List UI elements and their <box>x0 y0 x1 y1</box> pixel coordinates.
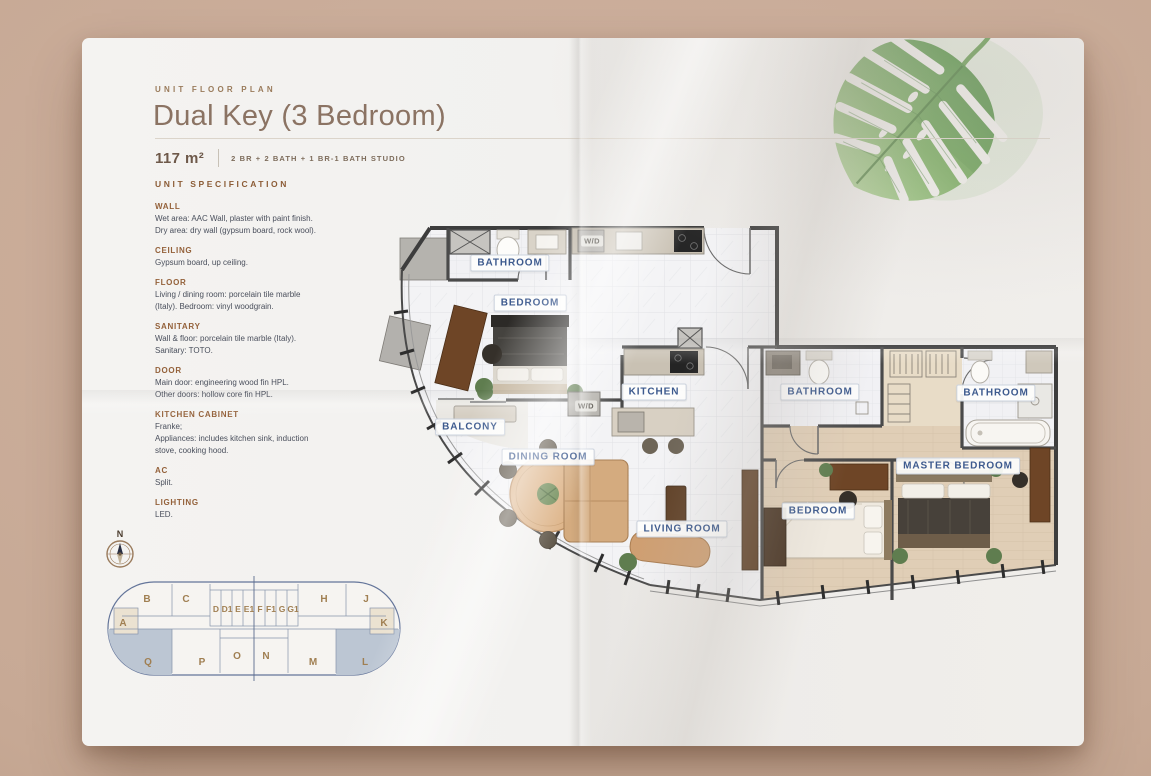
room-label-bathroom-right: BATHROOM <box>956 384 1036 402</box>
room-label-balcony: BALCONY <box>435 418 505 436</box>
spec-ceiling-heading: CEILING <box>155 246 193 255</box>
svg-text:L: L <box>362 657 368 668</box>
spec-ac: AC Split. <box>155 466 360 489</box>
room-label-master-bedroom: MASTER BEDROOM <box>896 457 1020 475</box>
spec-line: Gypsum board, up ceiling. <box>155 258 248 267</box>
spec-line: (Italy). Bedroom: vinyl woodgrain. <box>155 302 274 311</box>
svg-text:N: N <box>117 529 124 539</box>
spec-line: Franke; <box>155 422 183 431</box>
spec-ceiling: CEILING Gypsum board, up ceiling. <box>155 246 360 269</box>
spec-line: Appliances: includes kitchen sink, induc… <box>155 434 309 443</box>
spec-sanitary-heading: SANITARY <box>155 322 201 331</box>
svg-text:H: H <box>320 594 327 605</box>
brochure-page: UNIT FLOOR PLAN Dual Key (3 Bedroom) 117… <box>82 38 1084 746</box>
svg-text:F: F <box>257 604 262 614</box>
spec-lighting-heading: LIGHTING <box>155 498 199 507</box>
svg-text:Q: Q <box>144 657 152 668</box>
svg-text:M: M <box>309 657 317 668</box>
spec-door: DOOR Main door: engineering wood fin HPL… <box>155 366 360 401</box>
svg-text:D: D <box>213 604 219 614</box>
svg-text:D1: D1 <box>222 604 233 614</box>
spec-floor-heading: FLOOR <box>155 278 187 287</box>
spec-line: stove, cooking hood. <box>155 446 229 455</box>
room-label-wd-top: W/D <box>581 235 603 247</box>
unit-area: 117 m² <box>155 149 205 167</box>
spec-floor: FLOOR Living / dining room: porcelain ti… <box>155 278 360 313</box>
spec-sanitary: SANITARY Wall & floor: porcelain tile ma… <box>155 322 360 357</box>
building-outline: A B C D D1 E E1 F F1 G G1 H J K <box>107 576 401 681</box>
section-eyebrow: UNIT FLOOR PLAN <box>155 85 276 94</box>
spec-kitchen-cabinet: KITCHEN CABINET Franke; Appliances: incl… <box>155 410 360 457</box>
keyplan: N <box>94 526 424 726</box>
svg-text:K: K <box>380 618 388 629</box>
svg-text:G1: G1 <box>287 604 299 614</box>
room-label-bedroom-right: BEDROOM <box>781 502 855 520</box>
area-row: 117 m² 2 BR + 2 BATH + 1 BR-1 BATH STUDI… <box>155 145 406 171</box>
spec-line: Other doors: hollow core fin HPL. <box>155 390 273 399</box>
svg-text:J: J <box>363 594 369 605</box>
spec-wall: WALL Wet area: AAC Wall, plaster with pa… <box>155 202 360 237</box>
svg-text:A: A <box>119 618 126 629</box>
unit-specification: UNIT SPECIFICATION WALL Wet area: AAC Wa… <box>155 179 360 530</box>
highlighted-unit-q <box>108 629 172 675</box>
spec-line: Main door: engineering wood fin HPL. <box>155 378 289 387</box>
room-label-bedroom-studio: BEDROOM <box>493 294 567 312</box>
svg-text:B: B <box>143 594 150 605</box>
room-label-living: LIVING ROOM <box>636 520 728 538</box>
spec-door-heading: DOOR <box>155 366 182 375</box>
room-label-wd-mid: W/D <box>575 400 597 412</box>
page-title: Dual Key (3 Bedroom) <box>153 100 446 132</box>
area-divider <box>218 149 220 167</box>
spec-heading: UNIT SPECIFICATION <box>155 179 290 189</box>
spec-line: Wall & floor: porcelain tile marble (Ita… <box>155 334 297 343</box>
room-label-dining: DINING ROOM <box>501 448 595 466</box>
spec-line: Wet area: AAC Wall, plaster with paint f… <box>155 214 313 223</box>
highlighted-unit-l <box>336 629 400 675</box>
spec-line: Split. <box>155 478 173 487</box>
spec-line: Dry area: dry wall (gypsum board, rock w… <box>155 226 316 235</box>
svg-text:E1: E1 <box>244 604 255 614</box>
room-label-kitchen: KITCHEN <box>621 383 687 401</box>
spec-line: Sanitary: TOTO. <box>155 346 213 355</box>
svg-text:P: P <box>199 657 206 668</box>
spec-lighting: LIGHTING LED. <box>155 498 360 521</box>
svg-text:N: N <box>262 651 269 662</box>
unit-mix-caption: 2 BR + 2 BATH + 1 BR-1 BATH STUDIO <box>231 153 406 163</box>
spec-kitchen-cabinet-heading: KITCHEN CABINET <box>155 410 239 419</box>
floorplan: BATHROOM W/D BEDROOM KITCHEN W/D BALCONY… <box>378 208 1068 613</box>
title-divider <box>155 138 1050 139</box>
spec-ac-heading: AC <box>155 466 168 475</box>
svg-text:G: G <box>279 604 286 614</box>
spec-line: LED. <box>155 510 173 519</box>
spec-line: Living / dining room: porcelain tile mar… <box>155 290 301 299</box>
svg-text:F1: F1 <box>266 604 276 614</box>
spec-wall-heading: WALL <box>155 202 181 211</box>
svg-text:C: C <box>182 594 189 605</box>
room-label-bathroom-mid: BATHROOM <box>780 383 860 401</box>
svg-text:O: O <box>233 651 241 662</box>
svg-text:E: E <box>235 604 241 614</box>
keyplan-svg: N <box>106 529 401 681</box>
compass-icon: N <box>106 529 134 568</box>
room-label-bathroom-studio: BATHROOM <box>470 254 550 272</box>
